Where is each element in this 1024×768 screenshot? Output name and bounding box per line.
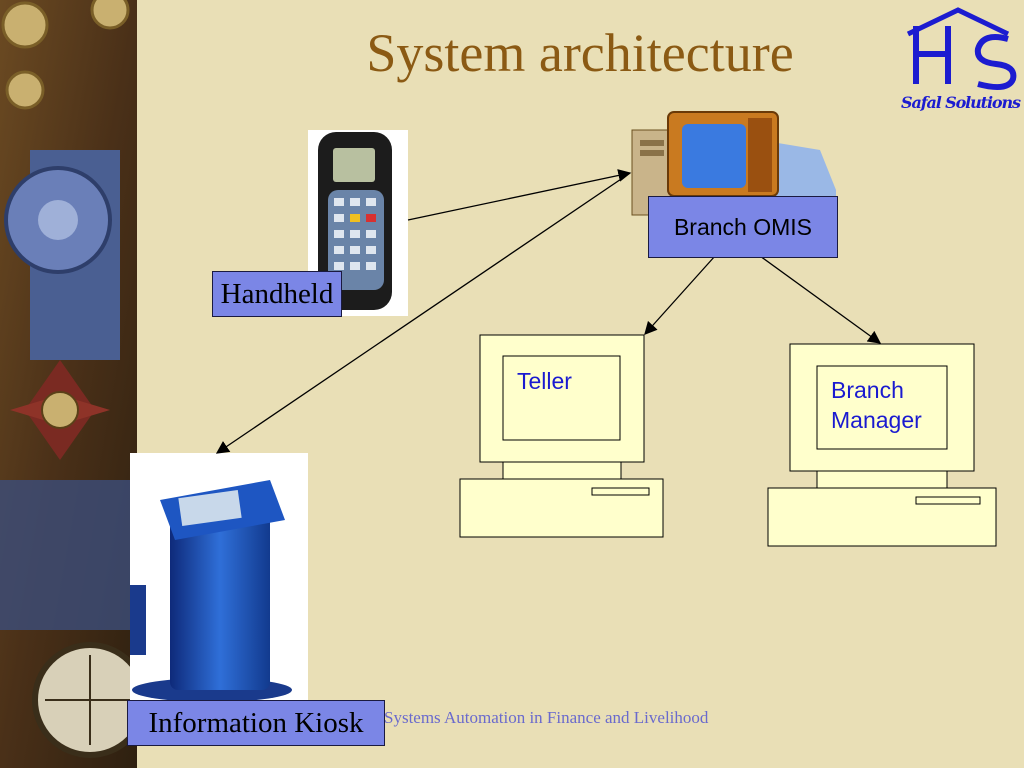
arrow-handheld-to-omis (407, 169, 632, 221)
kiosk-image (130, 453, 308, 703)
slide-title: System architecture (366, 23, 794, 83)
branch-omis-computer-image (631, 111, 836, 216)
information-kiosk-label: Information Kiosk (127, 700, 385, 746)
handheld-label: Handheld (212, 271, 342, 317)
arrow-omis-to-kiosk (215, 172, 631, 454)
logo-text: Safal Solutions (901, 93, 1021, 112)
branch-manager-label: Branch Manager (831, 375, 951, 435)
arrow-omis-to-teller (644, 255, 716, 335)
branch-manager-terminal (767, 343, 997, 547)
slide-footer: Systems Automation in Finance and Liveli… (384, 708, 709, 727)
teller-terminal (459, 334, 664, 538)
branch-manager-label-line1: Branch (831, 377, 904, 403)
teller-label: Teller (517, 368, 572, 394)
handheld-device-image (308, 130, 408, 316)
decorative-medal-strip (0, 0, 137, 768)
safal-solutions-logo: Safal Solutions (901, 7, 1021, 112)
branch-manager-label-line2: Manager (831, 407, 922, 433)
branch-omis-label: Branch OMIS (648, 196, 838, 258)
arrow-omis-to-manager (759, 255, 882, 344)
